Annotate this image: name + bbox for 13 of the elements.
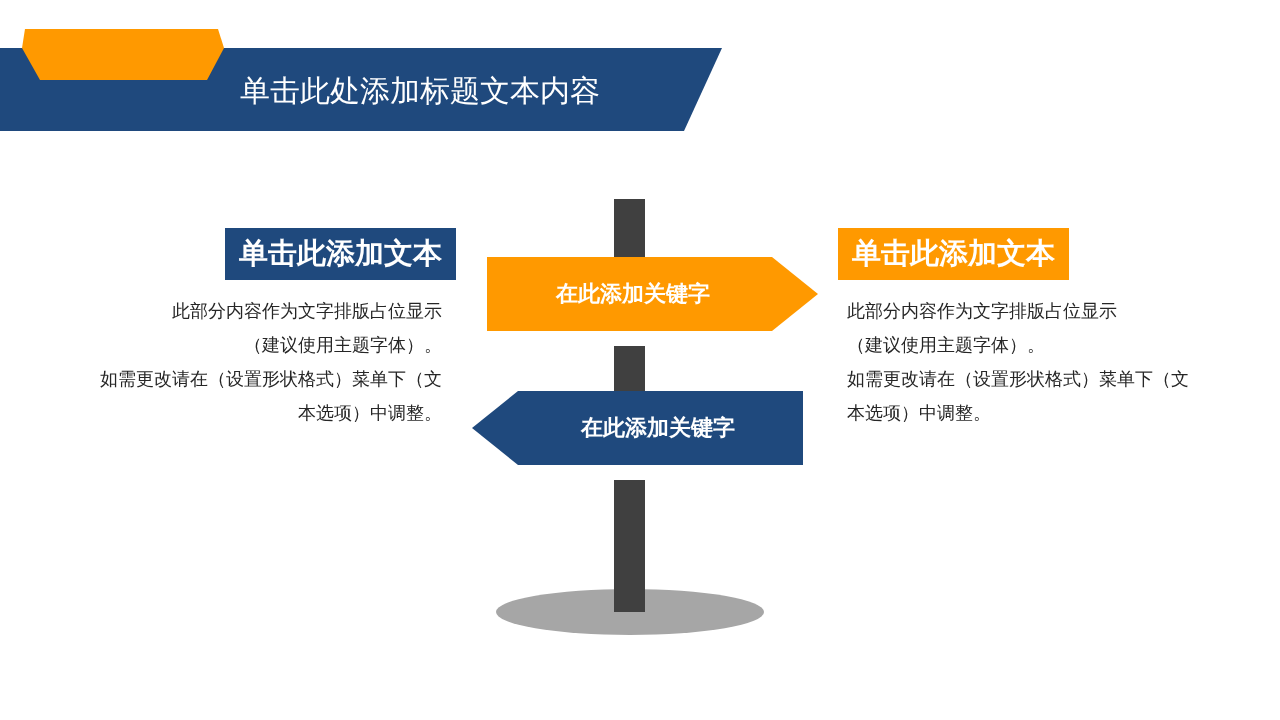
keyword-label: 在此添加关键字 [555,280,710,308]
body-paragraph: （建议使用主题字体）。 [243,334,442,357]
body-paragraph: 如需更改请在（设置形状格式）菜单下（文本选项）中调整。 [99,368,442,425]
body-paragraph: 如需更改请在（设置形状格式）菜单下（文本选项）中调整。 [847,368,1190,425]
heading-panel [225,228,456,280]
body-paragraph: 此部分内容作为文字排版占位显示 [171,300,442,323]
body-paragraph: （建议使用主题字体）。 [847,334,1046,357]
body-paragraph: 此部分内容作为文字排版占位显示 [847,300,1118,323]
heading-panel [838,228,1069,280]
heading-text: 单击此添加文本 [239,235,442,272]
heading-text: 单击此添加文本 [852,235,1055,272]
keyword-label: 在此添加关键字 [580,414,735,442]
title-text: 单击此处添加标题文本内容 [240,72,600,110]
